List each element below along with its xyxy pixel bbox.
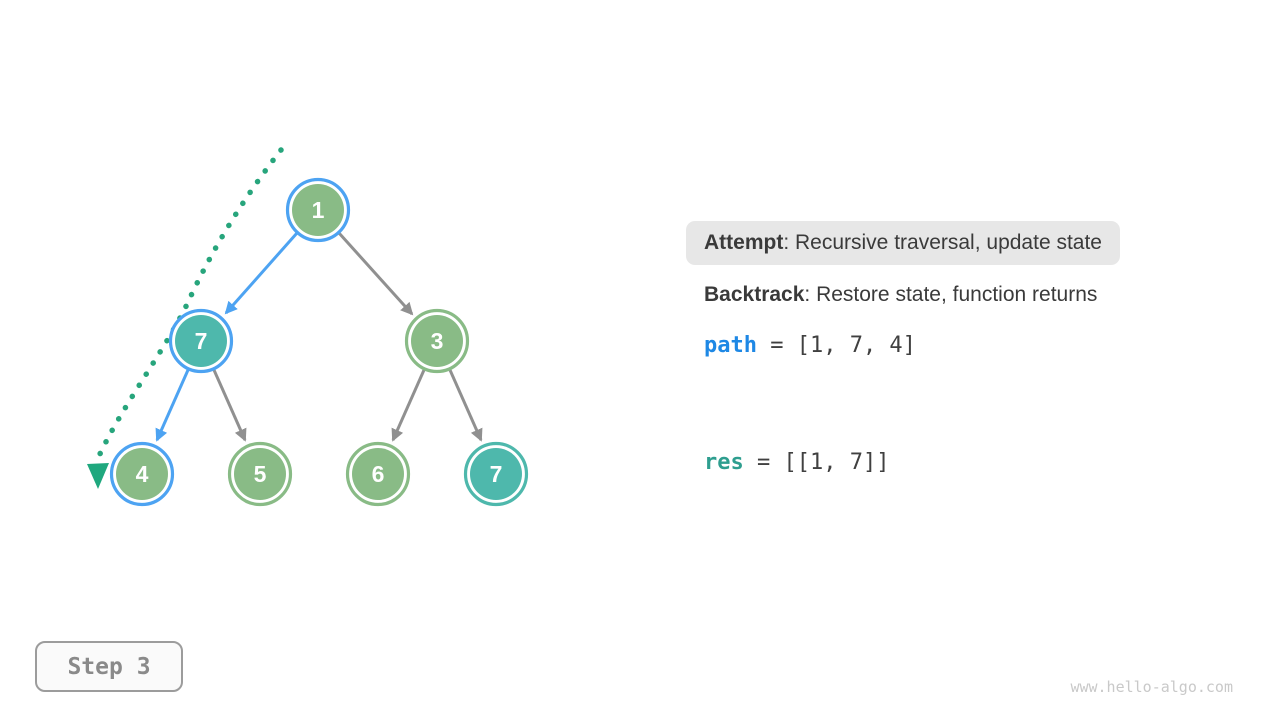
path-variable-name: path bbox=[704, 333, 757, 358]
edge-1-to-7-active bbox=[224, 232, 299, 315]
res-variable-value: = [[1, 7]] bbox=[743, 450, 890, 475]
node-value: 6 bbox=[372, 461, 385, 487]
node-value: 7 bbox=[195, 328, 208, 354]
node-value: 4 bbox=[136, 461, 149, 487]
tree-node-leaf-6: 6 bbox=[345, 441, 411, 507]
node-value: 3 bbox=[431, 328, 444, 354]
edge-1-to-3 bbox=[337, 231, 414, 316]
backtrack-trace-dotted-curve bbox=[96, 147, 284, 459]
node-value: 7 bbox=[490, 461, 503, 487]
path-variable-line: path = [1, 7, 4] bbox=[704, 333, 916, 358]
backtrack-trace-arrowhead-icon bbox=[87, 463, 109, 489]
attempt-label: Attempt bbox=[704, 231, 784, 254]
edge-3-to-6 bbox=[391, 369, 426, 442]
attempt-callout: Attempt: Recursive traversal, update sta… bbox=[686, 221, 1120, 265]
node-value: 5 bbox=[254, 461, 267, 487]
step-badge-label: Step 3 bbox=[67, 653, 151, 680]
path-variable-value: = [1, 7, 4] bbox=[756, 333, 916, 358]
edge-7-to-5 bbox=[212, 369, 247, 442]
edge-7-to-4-active bbox=[155, 369, 190, 442]
tree-node-right-3: 3 bbox=[404, 308, 470, 374]
tree-node-leaf-4: 4 bbox=[109, 441, 175, 507]
node-circle bbox=[116, 448, 168, 500]
res-variable-name: res bbox=[704, 450, 744, 475]
tree-edges bbox=[155, 231, 483, 442]
node-circle bbox=[234, 448, 286, 500]
tree-node-left-7: 7 bbox=[168, 308, 234, 374]
tree-node-leaf-7: 7 bbox=[463, 441, 529, 507]
watermark-url: www.hello-algo.com bbox=[1070, 678, 1233, 696]
node-circle bbox=[470, 448, 522, 500]
node-circle bbox=[175, 315, 227, 367]
edge-3-to-7 bbox=[448, 369, 483, 442]
backtrack-text: : Restore state, function returns bbox=[804, 283, 1098, 306]
node-circle bbox=[292, 184, 344, 236]
attempt-text: : Recursive traversal, update state bbox=[783, 231, 1102, 254]
step-badge: Step 3 bbox=[35, 641, 183, 692]
tree-node-root-1: 1 bbox=[285, 177, 351, 243]
backtrack-line: Backtrack: Restore state, function retur… bbox=[704, 283, 1097, 307]
res-variable-line: res = [[1, 7]] bbox=[704, 450, 889, 475]
node-circle bbox=[352, 448, 404, 500]
backtrack-label: Backtrack bbox=[704, 283, 805, 306]
node-value: 1 bbox=[312, 197, 325, 223]
node-circle bbox=[411, 315, 463, 367]
tree-node-leaf-5: 5 bbox=[227, 441, 293, 507]
